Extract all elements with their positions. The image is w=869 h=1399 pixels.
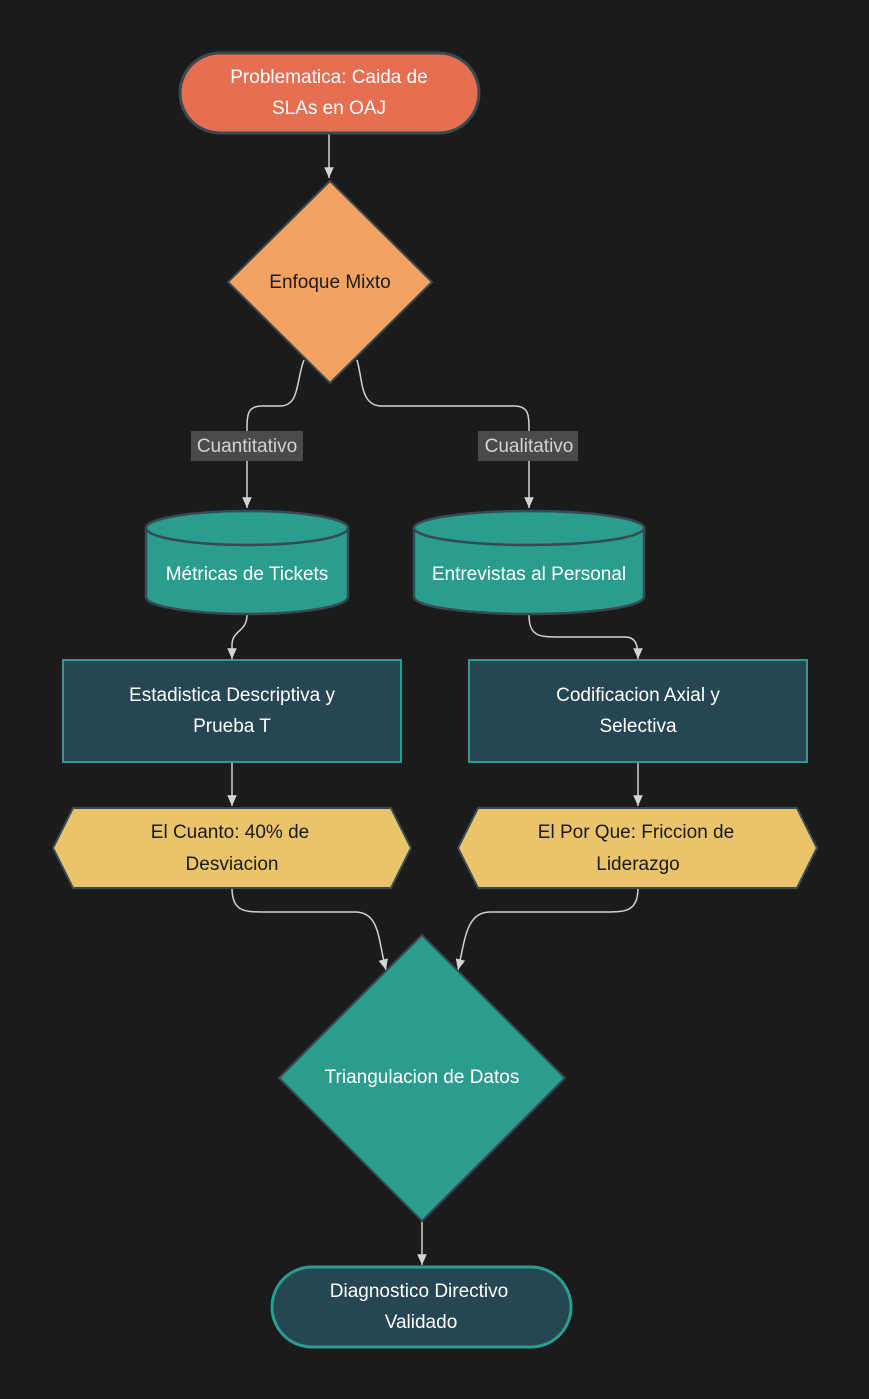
edge-label-bg (191, 431, 303, 461)
node-diagnosis[interactable]: Diagnostico Directivo Validado (270, 1265, 573, 1349)
edge-label-bg (478, 431, 578, 461)
edge-label-text: Cuantitativo (197, 436, 297, 457)
node-why[interactable]: El Por Que: Friccion de Liderazgo (456, 807, 819, 889)
node-approach[interactable]: Enfoque Mixto (226, 179, 434, 385)
edge-interviews-to-coding (528, 614, 643, 660)
edge-approach-to-interviews (356, 359, 534, 508)
node-stats-line1: Estadistica Descriptiva y (129, 685, 335, 706)
node-triangulation-label: Triangulacion de Datos (325, 1067, 520, 1088)
node-approach-label: Enfoque Mixto (269, 272, 390, 293)
node-why-line1: El Por Que: Friccion de (538, 822, 734, 843)
node-stats-line2: Prueba T (193, 716, 271, 737)
node-stats[interactable]: Estadistica Descriptiva y Prueba T (62, 659, 402, 763)
edge-metrics-to-stats (227, 614, 248, 659)
node-metrics[interactable]: Métricas de Tickets (144, 509, 350, 616)
node-metrics-label: Métricas de Tickets (166, 564, 329, 585)
node-interviews-top (412, 509, 646, 547)
node-metrics-body (144, 526, 350, 616)
node-interviews-label: Entrevistas al Personal (432, 564, 626, 585)
node-coding-shape (468, 659, 808, 763)
node-how-much-line2: Desviacion (186, 854, 279, 875)
node-problem-shape (178, 51, 481, 135)
node-coding[interactable]: Codificacion Axial y Selectiva (468, 659, 808, 763)
edge-approach-to-metrics (242, 359, 305, 508)
node-triangulation[interactable]: Triangulacion de Datos (277, 933, 567, 1223)
edge-label-quantitative: Cuantitativo (191, 431, 303, 461)
node-diagnosis-shape (270, 1265, 573, 1349)
node-diagnosis-line2: Validado (385, 1312, 458, 1333)
node-interviews-body (412, 526, 646, 616)
edges (227, 133, 643, 1265)
node-stats-shape (62, 659, 402, 763)
node-coding-line2: Selectiva (599, 716, 677, 737)
node-interviews[interactable]: Entrevistas al Personal (412, 509, 646, 616)
node-how-much-shape (51, 807, 413, 889)
node-problem-line1: Problematica: Caida de (230, 67, 428, 88)
edge-howmuch-to-triangulation (231, 887, 388, 971)
node-problem[interactable]: Problematica: Caida de SLAs en OAJ (178, 51, 481, 135)
node-triangulation-shape (277, 933, 567, 1223)
node-why-shape (456, 807, 819, 889)
node-diagnosis-line1: Diagnostico Directivo (330, 1281, 508, 1302)
edge-label-qualitative: Cualitativo (478, 431, 578, 461)
node-problem-line2: SLAs en OAJ (272, 98, 386, 119)
node-how-much[interactable]: El Cuanto: 40% de Desviacion (51, 807, 413, 889)
edge-label-text: Cualitativo (485, 436, 574, 457)
node-why-line2: Liderazgo (596, 854, 679, 875)
node-metrics-top (144, 509, 350, 547)
node-how-much-line1: El Cuanto: 40% de (151, 822, 309, 843)
edge-why-to-triangulation (455, 887, 639, 971)
node-approach-shape (226, 179, 434, 385)
node-coding-line1: Codificacion Axial y (556, 685, 720, 706)
